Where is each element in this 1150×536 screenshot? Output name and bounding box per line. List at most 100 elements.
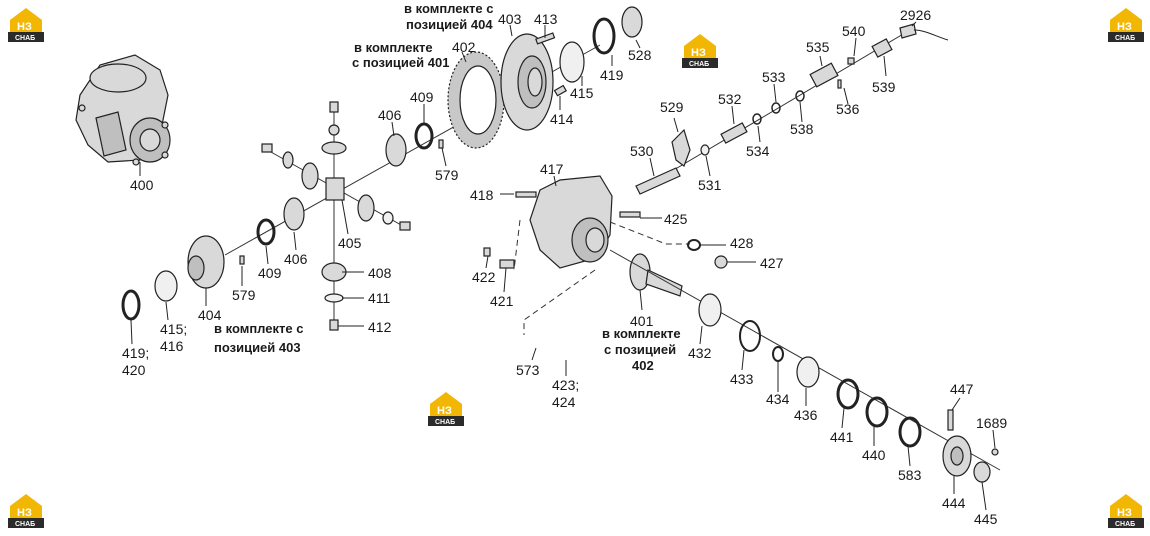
- seal-441: [836, 378, 860, 410]
- nut-445: [973, 461, 991, 483]
- label-422: 422: [472, 269, 496, 285]
- ring-538: [795, 90, 805, 102]
- label-583: 583: [898, 467, 922, 483]
- label-408: 408: [368, 265, 392, 281]
- bearing-race-419: [592, 17, 616, 55]
- svg-text:НЗ: НЗ: [691, 47, 706, 59]
- label-417: 417: [540, 161, 564, 177]
- carrier-404: [187, 235, 225, 289]
- label-416: 416: [160, 338, 184, 354]
- label-409-top: 409: [410, 89, 434, 105]
- svg-text:НЗ: НЗ: [17, 21, 32, 33]
- label-540: 540: [842, 23, 866, 39]
- pin-536: [837, 79, 842, 89]
- label-413: 413: [534, 11, 558, 27]
- bearing-436: [796, 356, 820, 388]
- label-403: 403: [498, 11, 522, 27]
- label-421: 421: [490, 293, 514, 309]
- pin-412: [329, 319, 339, 331]
- label-433: 433: [730, 371, 754, 387]
- label-436: 436: [794, 407, 818, 423]
- label-434: 434: [766, 391, 790, 407]
- label-428: 428: [730, 235, 754, 251]
- label-533: 533: [762, 69, 786, 85]
- label-415-left: 415;: [160, 321, 187, 337]
- label-415-top: 415: [570, 85, 594, 101]
- label-531: 531: [698, 177, 722, 193]
- label-405: 405: [338, 235, 362, 251]
- label-441: 441: [830, 429, 854, 445]
- label-444: 444: [942, 495, 966, 511]
- label-534: 534: [746, 143, 770, 159]
- label-402: 402: [452, 39, 476, 55]
- bolt-413: [535, 32, 556, 45]
- svg-text:СНАБ: СНАБ: [15, 521, 35, 528]
- label-419-left: 419;: [122, 345, 149, 361]
- logo-top-left: НЗ СНАБ: [8, 8, 44, 42]
- nut-540: [847, 57, 855, 65]
- label-528: 528: [628, 47, 652, 63]
- shim-433: [739, 320, 761, 352]
- washer-409-top: [414, 122, 434, 150]
- bearing-415: [559, 41, 585, 83]
- label-424: 424: [552, 394, 576, 410]
- bearing-race-419-left: [121, 289, 141, 321]
- flange-444: [942, 435, 972, 477]
- bolt-447: [947, 409, 954, 431]
- note-402-line2: с позицией: [604, 342, 676, 357]
- spider-405: [261, 101, 411, 231]
- label-404: 404: [198, 307, 222, 323]
- label-406-left: 406: [284, 251, 308, 267]
- label-530: 530: [630, 143, 654, 159]
- clip-421: [499, 259, 515, 269]
- label-440: 440: [862, 447, 886, 463]
- axle-assembly-400: [75, 54, 171, 166]
- pin-579-top: [438, 139, 444, 149]
- note-402-line1: в комплекте: [602, 326, 681, 341]
- washer-409-left: [256, 218, 276, 246]
- note-401-line1: в комплекте: [354, 40, 433, 55]
- ring-534: [752, 113, 762, 125]
- label-579-left: 579: [232, 287, 256, 303]
- washer-583: [898, 416, 922, 448]
- spring-530: [635, 167, 681, 195]
- note-403-line1: в комплекте с: [214, 321, 303, 336]
- bolt-414: [553, 84, 568, 97]
- label-414: 414: [550, 111, 574, 127]
- label-401: 401: [630, 313, 654, 329]
- bolt-422: [483, 247, 491, 257]
- logo-bottom-left: НЗ СНАБ: [8, 494, 44, 528]
- svg-text:НЗ: НЗ: [1117, 507, 1132, 519]
- logo-bottom-right: НЗ СНАБ: [1108, 494, 1144, 528]
- svg-text:НЗ: НЗ: [1117, 21, 1132, 33]
- pinion-401: [629, 253, 683, 297]
- svg-text:СНАБ: СНАБ: [1115, 35, 1135, 42]
- note-404-line2: позицией 404: [406, 17, 493, 32]
- gear-406-left: [283, 197, 305, 231]
- label-535: 535: [806, 39, 830, 55]
- o-ring-428: [687, 239, 701, 251]
- svg-text:СНАБ: СНАБ: [689, 61, 709, 68]
- label-411: 411: [368, 290, 391, 306]
- bearing-528: [621, 6, 643, 38]
- logo-center: НЗ СНАБ: [428, 392, 464, 426]
- pinion-housing-417: [529, 175, 613, 269]
- washer-411: [324, 293, 344, 303]
- label-427: 427: [760, 255, 784, 271]
- label-423: 423;: [552, 377, 579, 393]
- svg-text:НЗ: НЗ: [17, 507, 32, 519]
- svg-text:СНАБ: СНАБ: [15, 35, 35, 42]
- bolt-1689: [991, 448, 999, 456]
- label-536: 536: [836, 101, 860, 117]
- label-579-top: 579: [435, 167, 459, 183]
- label-412: 412: [368, 319, 392, 335]
- svg-text:СНАБ: СНАБ: [1115, 521, 1135, 528]
- bearing-415-left: [154, 270, 178, 302]
- ring-gear-402: [447, 51, 505, 149]
- label-420: 420: [122, 362, 146, 378]
- label-445: 445: [974, 511, 998, 527]
- note-404-line1: в комплекте с: [404, 1, 493, 16]
- leader-lines: [130, 21, 996, 511]
- ring-533: [771, 102, 781, 114]
